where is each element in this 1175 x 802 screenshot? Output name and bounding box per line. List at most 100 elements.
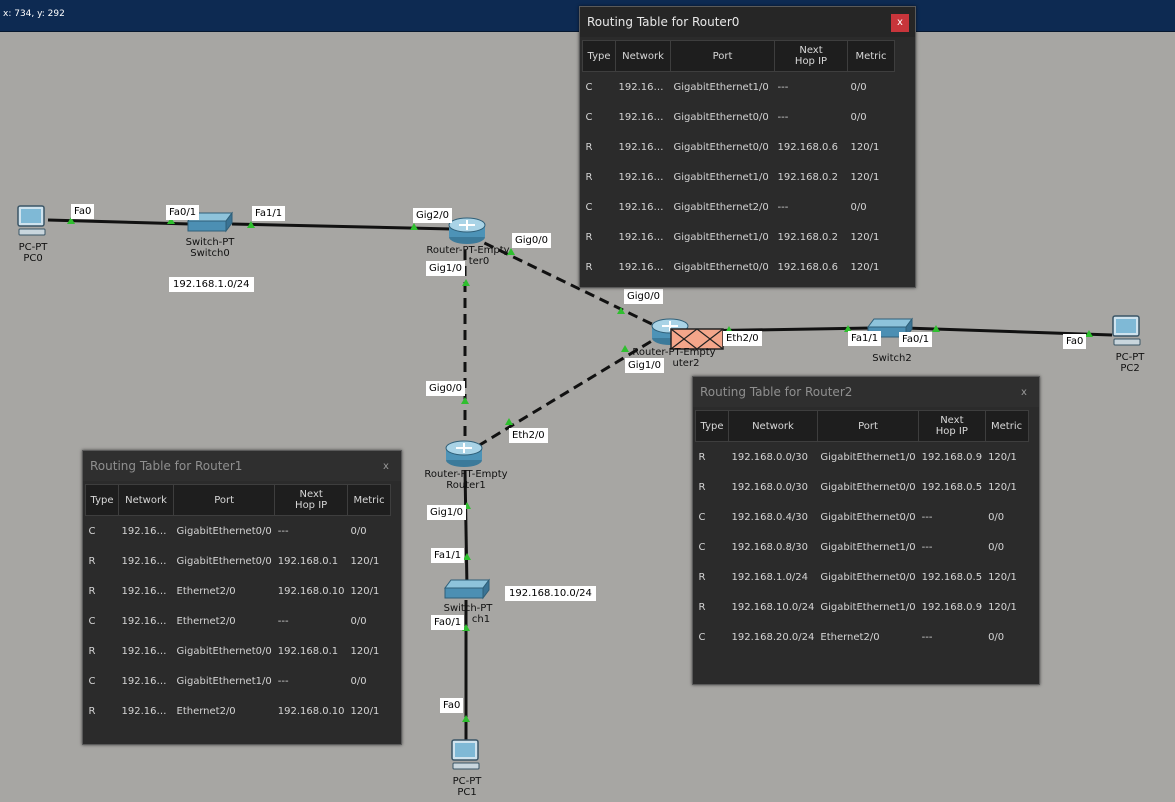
port-label: Gig0/0 [624,289,663,304]
cell-port: GigabitEthernet0/0 [673,111,769,123]
routing-table-window-router0[interactable]: Routing Table for Router0 x Type Network… [579,6,916,288]
cell-metric: 120/1 [350,645,380,657]
cell-next-hop: --- [921,541,933,553]
cell-network: 192.16… [121,705,167,717]
link-light [617,307,625,314]
cell-next-hop: 192.168.0.9 [921,451,983,463]
cell-port: GigabitEthernet0/0 [820,511,916,523]
cell-network: 192.16… [618,111,664,123]
cell-metric: 0/0 [988,631,1005,643]
cell-port: GigabitEthernet0/0 [673,261,769,273]
cell-metric: 120/1 [350,585,380,597]
column-header-type[interactable]: Type [85,484,119,516]
cell-port: GigabitEthernet0/0 [176,555,272,567]
cell-metric: 120/1 [850,141,880,153]
cell-type: C [585,111,593,123]
link-light [461,397,469,404]
cell-network: 192.16… [618,171,664,183]
pc-icon[interactable] [449,738,483,772]
cell-metric: 120/1 [350,555,380,567]
link-router1-router2 [477,334,661,448]
router-icon[interactable] [444,436,484,468]
network-note: 192.168.10.0/24 [505,586,596,601]
column-header-type[interactable]: Type [695,410,729,442]
switch-icon[interactable] [443,578,491,600]
routing-table-window-router1[interactable]: Routing Table for Router1 x Type Network… [82,450,402,745]
link-light [247,221,255,228]
port-label: Fa1/1 [848,331,882,346]
port-label: Eth2/0 [723,331,762,346]
cell-port: GigabitEthernet0/0 [176,645,272,657]
cell-next-hop: 192.168.0.1 [277,555,339,567]
column-header-network[interactable]: Network [615,40,671,72]
cell-network: 192.168.20.0/24 [731,631,815,643]
cell-port: GigabitEthernet2/0 [673,201,769,213]
cell-next-hop: --- [277,615,289,627]
column-header-metric[interactable]: Metric [984,410,1029,442]
cell-network: 192.16… [618,261,664,273]
cell-type: R [585,171,593,183]
pc-icon[interactable] [1110,314,1144,348]
column-header-port[interactable]: Port [816,410,920,442]
column-header-network[interactable]: Network [728,410,818,442]
cell-type: C [698,631,706,643]
router-icon[interactable] [447,213,487,245]
cell-metric: 0/0 [988,541,1005,553]
column-header-network[interactable]: Network [118,484,174,516]
port-label: Gig1/0 [427,505,466,520]
close-icon[interactable]: x [1021,387,1027,398]
cell-type: R [88,705,96,717]
column-header-port[interactable]: Port [172,484,276,516]
pc-icon[interactable] [15,204,49,238]
router2-label: Router-PT-Empty uter2 [632,347,716,369]
link-light [410,223,418,230]
routing-table-window-router2[interactable]: Routing Table for Router2 x Type Network… [692,376,1040,685]
column-header-metric[interactable]: Metric [847,40,895,72]
column-header-port[interactable]: Port [670,40,775,72]
cell-network: 192.168.0.0/30 [731,451,809,463]
link-light [507,248,515,255]
cell-network: 192.16… [121,585,167,597]
column-header-metric[interactable]: Metric [347,484,392,516]
port-label: Fa1/1 [431,548,465,563]
close-icon[interactable]: x [383,461,389,472]
cell-next-hop: --- [277,675,289,687]
column-header-type[interactable]: Type [582,40,616,72]
switch0-label: Switch-PT Switch0 [185,237,235,259]
cell-type: R [88,555,96,567]
cell-type: C [88,525,96,537]
cell-metric: 0/0 [350,615,367,627]
cell-type: C [698,541,706,553]
cell-network: 192.16… [121,615,167,627]
close-icon[interactable]: x [891,14,909,32]
port-label: Gig0/0 [512,233,551,248]
cell-network: 192.16… [121,675,167,687]
port-label: Fa1/1 [252,206,286,221]
